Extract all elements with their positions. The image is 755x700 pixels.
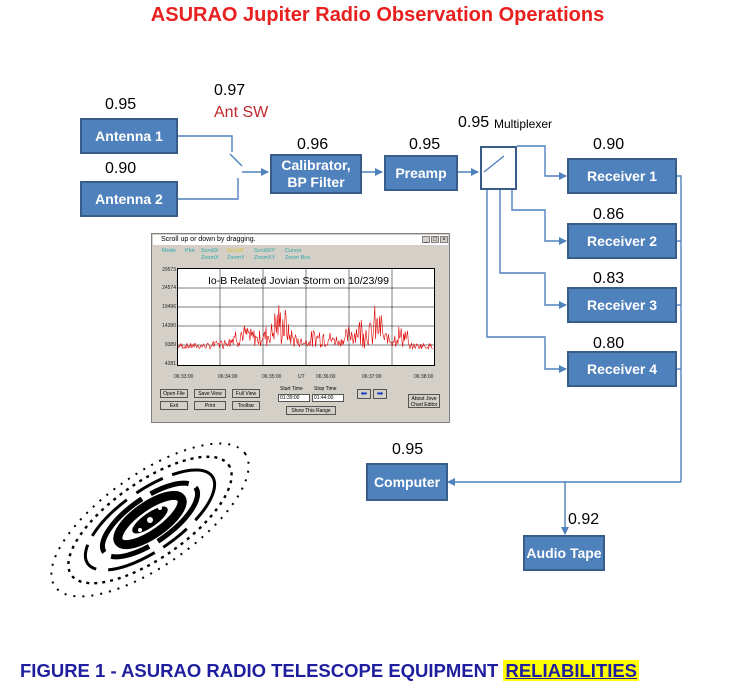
y-tick: 29573 xyxy=(162,267,176,273)
x-tick: 06:34:00 xyxy=(218,374,238,380)
computer-reliability: 0.95 xyxy=(392,441,424,458)
x-tick-ut: UT xyxy=(298,374,305,380)
preamp-reliability: 0.95 xyxy=(409,136,441,153)
preamp-box: Preamp xyxy=(384,155,458,191)
receiver2-reliability: 0.86 xyxy=(593,206,625,223)
figure-caption: FIGURE 1 - ASURAO RADIO TELESCOPE EQUIPM… xyxy=(20,660,640,682)
antenna2-reliability: 0.90 xyxy=(105,160,137,177)
full-view-button[interactable]: Full View xyxy=(232,389,260,398)
menu-zoomx[interactable]: ZoomX xyxy=(201,255,219,261)
calibrator-reliability: 0.96 xyxy=(297,136,329,153)
x-tick: 06:37:00 xyxy=(362,374,382,380)
ant-sw-label: Ant SW xyxy=(214,104,269,121)
multiplexer-switch-icon xyxy=(483,155,505,173)
start-time-label: Start Time xyxy=(280,386,303,392)
menu-mode[interactable]: Mode xyxy=(162,248,176,254)
about-button[interactable]: About Jove Chart Editor xyxy=(408,394,440,408)
ant-sw-reliability: 0.97 xyxy=(214,82,246,99)
save-view-button[interactable]: Save View xyxy=(194,389,226,398)
page-title: ASURAO Jupiter Radio Observation Operati… xyxy=(150,4,605,26)
y-tick: 9389 xyxy=(164,342,176,348)
start-time-input[interactable]: 01:39:00 xyxy=(278,394,310,402)
receiver1-reliability: 0.90 xyxy=(593,136,625,153)
toolbar-button[interactable]: Toolbar xyxy=(232,401,260,410)
multiplexer-label: Multiplexer xyxy=(494,117,553,131)
menu-zoomy[interactable]: ZoomY xyxy=(227,255,245,261)
receiver3-reliability: 0.83 xyxy=(593,270,625,287)
calibrator-box: Calibrator, BP Filter xyxy=(270,154,362,194)
print-button[interactable]: Print xyxy=(194,401,226,410)
antenna-switch xyxy=(229,153,243,167)
arrow-right-icon[interactable]: ➡ xyxy=(373,389,387,399)
computer-box: Computer xyxy=(366,463,448,501)
multiplexer-reliability: 0.95 xyxy=(458,114,490,131)
show-this-range-button[interactable]: Show This Range xyxy=(286,406,336,415)
receiver4-reliability: 0.80 xyxy=(593,335,625,352)
radio-signal-plot[interactable]: Io-B Related Jovian Storm on 10/23/99 xyxy=(177,268,435,366)
receiver1-box: Receiver 1 xyxy=(567,158,677,194)
audio-tape-reliability: 0.92 xyxy=(568,511,600,528)
window-title: Scroll up or down by dragging. xyxy=(153,235,448,245)
audio-tape-box: Audio Tape xyxy=(523,535,605,571)
menu-zoombox[interactable]: Zoom Box xyxy=(285,255,311,261)
exit-button[interactable]: Exit xyxy=(160,401,188,410)
menu-scrollxy[interactable]: ScrollXY xyxy=(254,248,276,254)
y-tick: 14380 xyxy=(162,323,176,329)
minimize-icon[interactable]: _ xyxy=(422,236,430,243)
maximize-icon[interactable]: □ xyxy=(431,236,439,243)
menu-scrollx[interactable]: ScrollX xyxy=(201,248,219,254)
plot-title: Io-B Related Jovian Storm on 10/23/99 xyxy=(208,275,389,287)
signal-trace xyxy=(178,305,434,350)
x-tick: 06:38:00 xyxy=(414,374,434,380)
antenna1-box: Antenna 1 xyxy=(80,118,178,154)
multiplexer-box xyxy=(480,146,517,190)
caption-main: FIGURE 1 - ASURAO RADIO TELESCOPE EQUIPM… xyxy=(20,660,504,681)
y-tick: 24574 xyxy=(162,285,176,291)
calibrator-label-line2: BP Filter xyxy=(287,174,345,190)
stop-time-label: Stop Time xyxy=(314,386,337,392)
caption-highlight: RELIABILITIES xyxy=(503,660,640,681)
spiral-galaxy-image xyxy=(50,442,250,598)
y-tick: 4281 xyxy=(164,361,176,367)
stop-time-input[interactable]: 01:44:00 xyxy=(312,394,344,402)
menu-cursor[interactable]: Cursor xyxy=(285,248,302,254)
arrow-left-icon[interactable]: ⬅ xyxy=(357,389,371,399)
receiver3-box: Receiver 3 xyxy=(567,287,677,323)
calibrator-label-line1: Calibrator, xyxy=(281,157,351,173)
close-icon[interactable]: × xyxy=(440,236,448,243)
menu-zoomxy[interactable]: ZoomXY xyxy=(254,255,276,261)
plot-svg xyxy=(178,269,434,365)
antenna1-reliability: 0.95 xyxy=(105,96,137,113)
open-file-button[interactable]: Open File xyxy=(160,389,188,398)
receiver2-box: Receiver 2 xyxy=(567,223,677,259)
antenna2-box: Antenna 2 xyxy=(80,181,178,217)
x-tick: 06:33:00 xyxy=(174,374,194,380)
menu-scrolly[interactable]: ScrollY xyxy=(227,248,245,254)
y-tick: 19496 xyxy=(162,304,176,310)
x-tick: 06:36:00 xyxy=(316,374,336,380)
x-tick: 06:35:00 xyxy=(262,374,282,380)
receiver4-box: Receiver 4 xyxy=(567,351,677,387)
menu-plot[interactable]: Plot xyxy=(185,248,195,254)
jove-chart-window: Scroll up or down by dragging. _ □ × Mod… xyxy=(151,233,450,423)
